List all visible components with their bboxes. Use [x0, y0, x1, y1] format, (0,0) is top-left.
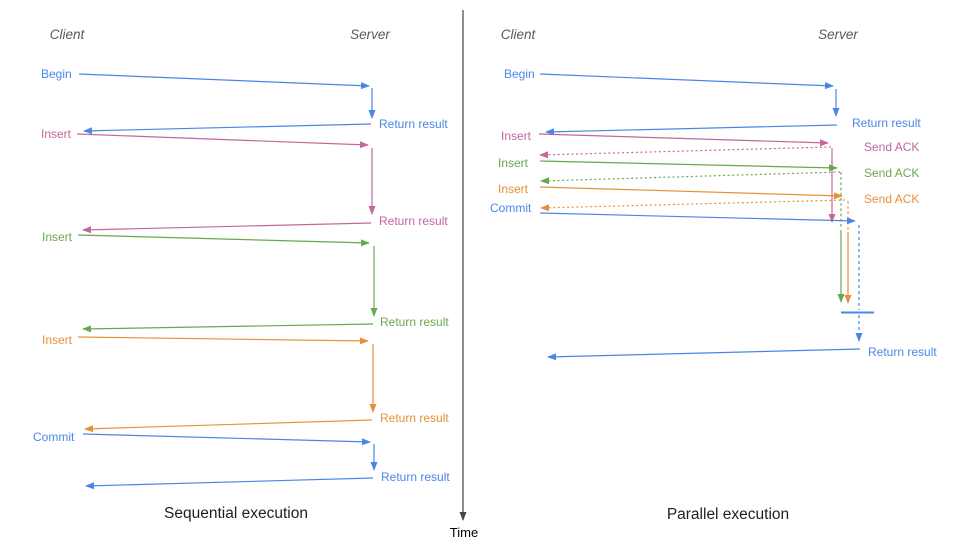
par-insert1-label: Insert [501, 129, 532, 143]
par-begin-response-arrow [545, 124, 838, 136]
seq-begin-request-arrow [78, 73, 370, 90]
parallel-client-header: Client [501, 27, 537, 42]
seq-insert1-response-arrow [82, 222, 372, 234]
seq-insert2-response-arrow [82, 323, 374, 333]
seq-begin-response-arrow [83, 123, 372, 135]
seq-begin-response-label: Return result [379, 117, 448, 131]
par-insert2-ack-label: Send ACK [864, 166, 919, 180]
seq-begin-label: Begin [41, 67, 72, 81]
par-insert1-ack-arrow [539, 146, 832, 159]
seq-commit-response-label: Return result [381, 470, 450, 484]
par-commit-label: Commit [490, 201, 532, 215]
seq-insert3-exchange: Insert Return result [42, 333, 449, 433]
seq-insert1-exchange: Insert Return result [41, 127, 448, 234]
parallel-caption: Parallel execution [667, 506, 789, 523]
seq-commit-label: Commit [33, 430, 75, 444]
seq-commit-request-arrow [82, 433, 371, 446]
seq-insert2-request-arrow [77, 234, 370, 247]
seq-insert1-response-label: Return result [379, 214, 448, 228]
par-commit-exchange: Commit Return result [490, 201, 937, 361]
par-insert3-ack-arrow [540, 199, 846, 212]
sequential-server-header: Server [350, 27, 390, 42]
par-insert3-exchange: Insert Send ACK [498, 182, 919, 304]
seq-insert1-request-arrow [76, 133, 369, 149]
par-insert1-request-arrow [538, 133, 829, 147]
seq-commit-exchange: Commit Return result [33, 430, 450, 490]
par-begin-request-arrow [539, 73, 834, 90]
seq-insert2-response-label: Return result [380, 315, 449, 329]
parallel-server-header: Server [818, 27, 858, 42]
par-begin-label: Begin [504, 67, 535, 81]
time-axis: Time [450, 10, 478, 540]
par-commit-request-arrow [539, 212, 856, 225]
seq-insert1-label: Insert [41, 127, 72, 141]
seq-insert3-request-arrow [77, 336, 369, 345]
par-commit-response-label: Return result [868, 345, 937, 359]
par-begin-response-label: Return result [852, 116, 921, 130]
seq-insert3-response-arrow [84, 419, 373, 433]
par-commit-response-arrow [547, 348, 861, 361]
seq-begin-exchange: Begin Return result [41, 67, 448, 135]
par-insert2-request-arrow [539, 160, 838, 172]
par-insert2-ack-arrow [540, 171, 841, 185]
par-insert3-request-arrow [539, 186, 843, 200]
sequential-client-header: Client [50, 27, 86, 42]
sequential-caption: Sequential execution [164, 505, 308, 522]
seq-insert3-label: Insert [42, 333, 73, 347]
seq-insert3-response-label: Return result [380, 411, 449, 425]
par-insert3-ack-label: Send ACK [864, 192, 919, 206]
seq-insert2-label: Insert [42, 230, 73, 244]
par-insert2-label: Insert [498, 156, 529, 170]
seq-commit-response-arrow [85, 477, 374, 490]
par-begin-exchange: Begin Return result [504, 67, 921, 136]
sequential-diagram: Client Server Begin Return result Insert… [33, 27, 450, 522]
seq-insert2-exchange: Insert Return result [42, 230, 449, 333]
par-insert1-ack-label: Send ACK [864, 140, 919, 154]
par-insert2-exchange: Insert Send ACK [498, 156, 919, 303]
time-axis-label: Time [450, 525, 478, 540]
par-insert1-exchange: Insert Send ACK [501, 129, 919, 223]
parallel-diagram: Client Server Begin Return result Insert… [490, 27, 937, 523]
par-insert3-label: Insert [498, 182, 529, 196]
